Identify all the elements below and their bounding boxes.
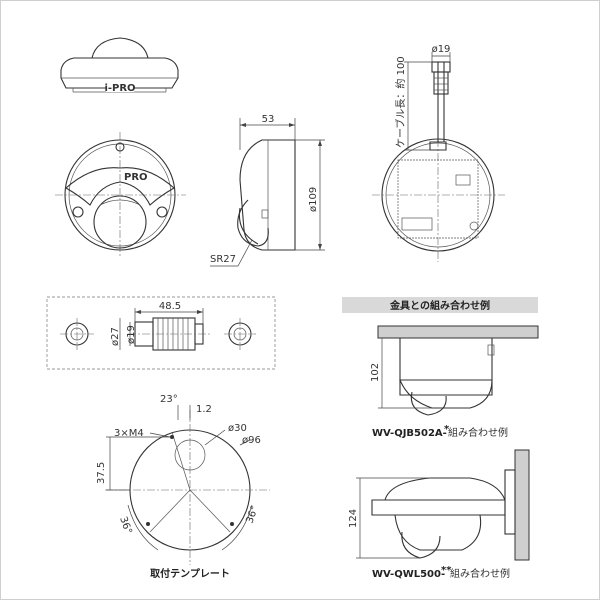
caption-qjb-mark: * bbox=[444, 424, 450, 435]
caption-qjb-suffix: 組み合わせ例 bbox=[448, 426, 508, 439]
caption-qjb: WV-QJB502A- bbox=[372, 428, 447, 439]
dim-30-label: ø30 bbox=[228, 423, 247, 434]
caption-qwl-mark: ** bbox=[441, 565, 452, 576]
logo-text: i-PRO bbox=[104, 83, 135, 94]
section-header-bg bbox=[342, 297, 538, 313]
caption-qwl: WV-QWL500- bbox=[372, 569, 445, 580]
dim-124-label: 124 bbox=[348, 509, 359, 528]
template-caption: 取付テンプレート bbox=[150, 567, 230, 580]
section-header: 金具との組み合わせ例 bbox=[389, 299, 490, 312]
connector-panel: 48.5 ø27 ø19 bbox=[46, 296, 276, 370]
dim-96-label: ø96 bbox=[242, 435, 261, 446]
dim-48-5-label: 48.5 bbox=[159, 301, 181, 312]
dim-27-label: ø27 bbox=[110, 327, 121, 346]
dim-37-5-label: 37.5 bbox=[96, 462, 107, 484]
combination-examples: 金具との組み合わせ例 102 WV-QJB502A- * 組み合わせ例 bbox=[342, 297, 539, 580]
dim-53-label: 53 bbox=[262, 114, 275, 125]
dim-23-label: 23° bbox=[160, 394, 178, 405]
dim-3xm4-label: 3×M4 bbox=[114, 428, 144, 439]
caption-qwl-suffix: 組み合わせ例 bbox=[450, 567, 510, 580]
front-logo: PRO bbox=[124, 172, 148, 183]
dim-sr27-label: SR27 bbox=[210, 254, 236, 265]
dim-109-label: ø109 bbox=[308, 187, 319, 212]
camera-top-view: i-PRO bbox=[60, 37, 179, 94]
dim-19-top-label: ø19 bbox=[432, 44, 451, 55]
dim-1-2-label: 1.2 bbox=[196, 404, 212, 415]
dim-102-label: 102 bbox=[370, 363, 381, 382]
qwl500-example: 124 WV-QWL500- ** 組み合わせ例 bbox=[348, 449, 530, 580]
dim-19-label: ø19 bbox=[126, 325, 137, 344]
camera-rear-view: ø19 ケーブル長：約 100 bbox=[372, 44, 505, 262]
qjb502a-example: 102 WV-QJB502A- * 組み合わせ例 bbox=[370, 325, 539, 439]
cable-length-label: ケーブル長：約 100 bbox=[394, 56, 407, 148]
mounting-template: 23° 1.2 3×M4 ø30 ø96 37.5 36° 36° 取付テンプレ… bbox=[96, 394, 270, 580]
dim-36-left-label: 36° bbox=[117, 515, 133, 535]
camera-front-view: PRO bbox=[55, 132, 186, 258]
camera-side-view: 53 ø109 SR27 bbox=[210, 114, 325, 267]
